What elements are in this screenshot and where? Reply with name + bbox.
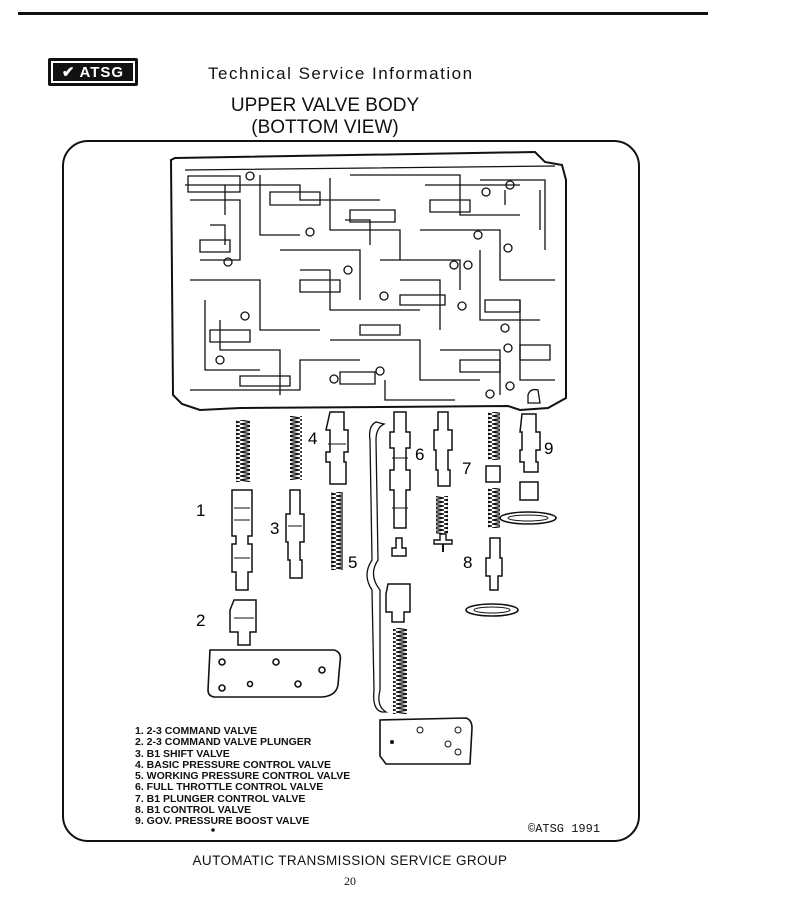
- callout-8: 8: [463, 553, 472, 572]
- top-rule: [18, 12, 708, 15]
- page-title-line2: (BOTTOM VIEW): [251, 117, 399, 138]
- cover-plate-left: [207, 649, 342, 698]
- valve-assembly-9: [499, 413, 557, 525]
- logo-text: ATSG: [79, 63, 125, 81]
- callout-1: 1: [196, 501, 205, 520]
- copyright-notice: ©ATSG 1991: [528, 822, 601, 836]
- valve-assembly-4-5: [325, 411, 349, 570]
- callout-2: 2: [196, 611, 205, 630]
- valve-assembly-1: [229, 420, 257, 646]
- valve-assembly-3: [285, 416, 305, 579]
- legend-item: 1. 2-3 COMMAND VALVE: [135, 725, 258, 737]
- diagram-frame: [62, 140, 640, 842]
- dot-mark: [211, 828, 215, 832]
- parts-legend: 1. 2-3 COMMAND VALVE 2. 2-3 COMMAND VALV…: [135, 725, 351, 828]
- callout-4: 4: [308, 429, 317, 448]
- legend-item: 5. WORKING PRESSURE CONTROL VALVE: [135, 770, 351, 783]
- valve-body-plate: [169, 150, 567, 412]
- legend-item: 8. B1 CONTROL VALVE: [135, 804, 252, 817]
- callout-5: 5: [348, 553, 357, 572]
- callout-7: 7: [462, 459, 471, 478]
- valve-assembly-6: [379, 411, 473, 765]
- legend-item: 2. 2-3 COMMAND VALVE PLUNGER: [135, 736, 312, 749]
- callout-9: 9: [544, 439, 553, 458]
- copyright-icon: ©: [528, 822, 536, 836]
- page-title-line1: UPPER VALVE BODY: [230, 95, 420, 116]
- check-icon: ✔: [61, 64, 76, 81]
- gasket-outline: [366, 421, 389, 713]
- legend-item: 7. B1 PLUNGER CONTROL VALVE: [135, 792, 306, 805]
- valve-assembly-8: [465, 412, 519, 617]
- footer-title: AUTOMATIC TRANSMISSION SERVICE GROUP: [192, 853, 508, 868]
- legend-item: 9. GOV. PRESSURE BOOST VALVE: [135, 815, 310, 828]
- legend-item: 3. B1 SHIFT VALVE: [135, 747, 230, 760]
- valve-assembly-7: [433, 411, 453, 552]
- legend-item: 6. FULL THROTTLE CONTROL VALVE: [135, 781, 324, 794]
- callout-3: 3: [270, 519, 279, 538]
- atsg-logo: ✔ ATSG: [48, 58, 138, 86]
- page-number: 20: [344, 874, 356, 888]
- callout-6: 6: [415, 445, 424, 464]
- service-title: Technical Service Information: [208, 64, 474, 83]
- legend-item: 4. BASIC PRESSURE CONTROL VALVE: [135, 758, 332, 771]
